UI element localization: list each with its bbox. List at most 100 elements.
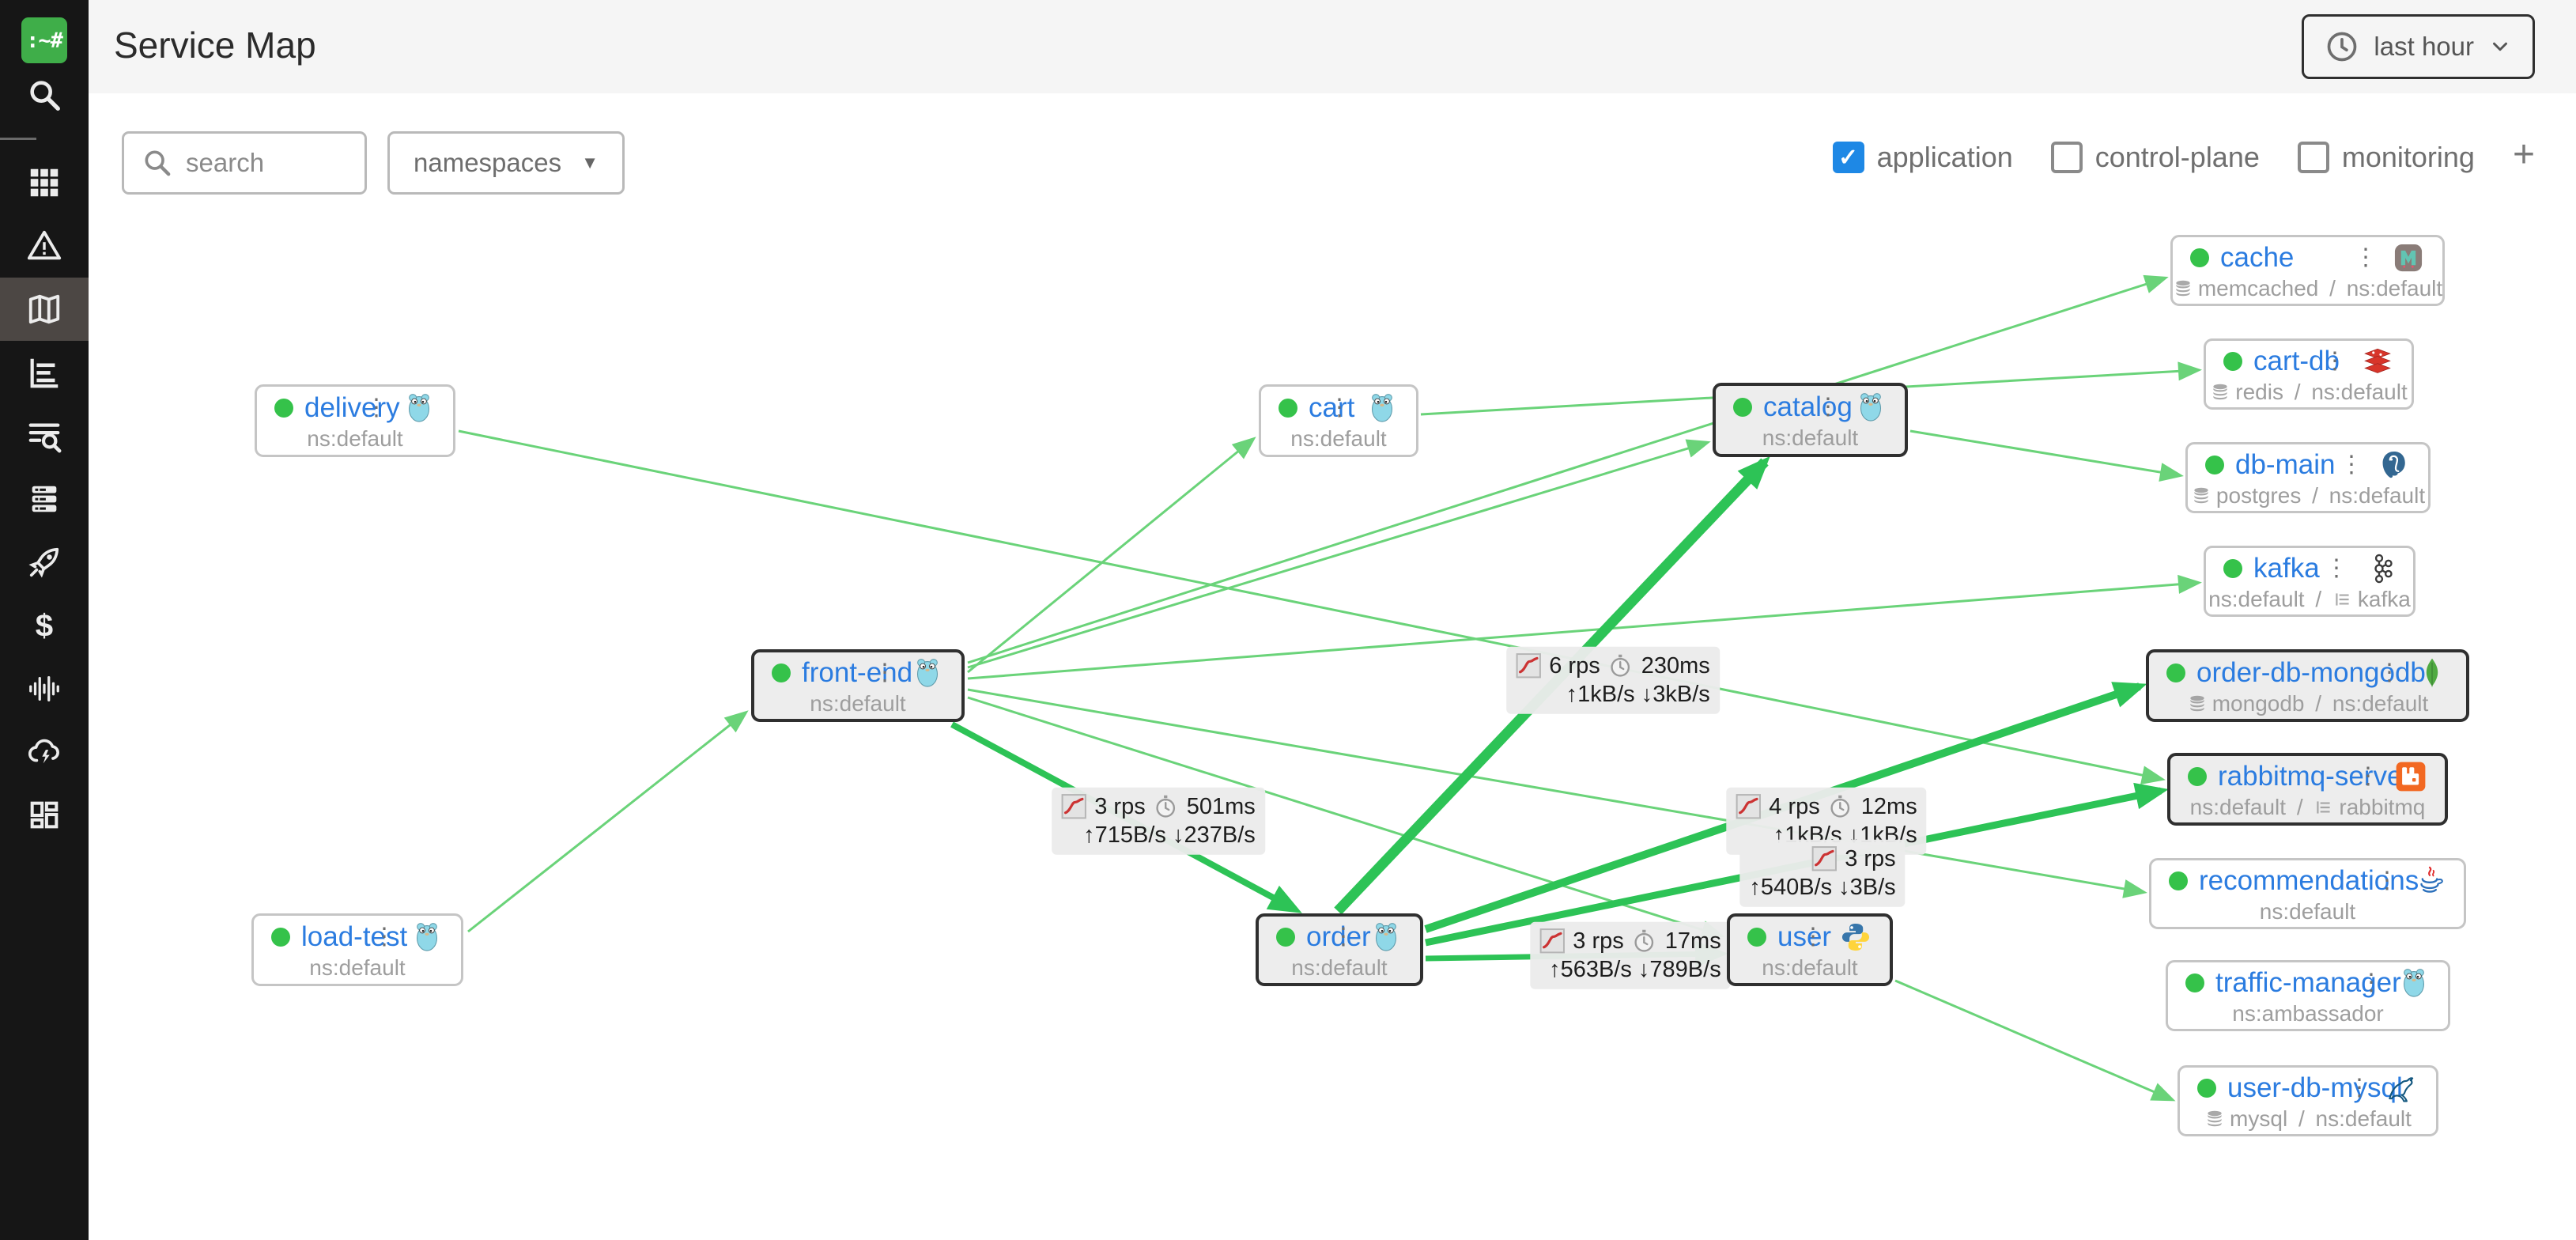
node-name-link[interactable]: kafka [2253, 553, 2320, 584]
sidebar-item-service-map[interactable] [0, 278, 89, 341]
kebab-menu-icon[interactable]: ⋮ [2347, 1075, 2371, 1101]
kebab-menu-icon[interactable]: ⋮ [2375, 868, 2399, 894]
service-node-user-db-mysql[interactable]: user-db-mysql⋮mysql / ns:default [2178, 1065, 2438, 1136]
node-name-link[interactable]: cache [2220, 242, 2295, 273]
kebab-menu-icon[interactable]: ⋮ [2356, 763, 2380, 789]
queue-icon [2332, 589, 2353, 610]
sidebar-item-nodes[interactable] [0, 467, 89, 531]
db-icon [2204, 1109, 2225, 1129]
service-node-load-test[interactable]: load-test⋮ns:default [251, 913, 463, 986]
node-name-link[interactable]: load-test [301, 921, 408, 952]
kebab-menu-icon[interactable]: ⋮ [1328, 395, 1351, 421]
sidebar-item-deploys[interactable] [0, 531, 89, 594]
service-node-cart[interactable]: cart⋮ns:default [1259, 384, 1418, 457]
node-name-link[interactable]: delivery [304, 392, 400, 423]
edge-delivery-to-rabbitmq-server[interactable] [458, 429, 2166, 784]
node-name-link[interactable]: user-db-mysql [2227, 1072, 2403, 1103]
edge-front-end-to-recommendations[interactable] [967, 688, 2147, 898]
time-range-button[interactable]: last hour [2302, 14, 2535, 79]
java-icon [2413, 864, 2446, 898]
kebab-menu-icon[interactable]: ⋮ [2359, 970, 2383, 996]
node-namespace: ns:default [1291, 955, 1388, 980]
node-namespace: ns:default [307, 426, 403, 451]
sidebar-item-traces[interactable] [0, 657, 89, 720]
service-node-front-end[interactable]: front-end⋮ns:default [751, 649, 965, 722]
edge-catalog-to-db-main[interactable] [1909, 429, 2184, 482]
sub-separator: / [2292, 1106, 2311, 1131]
node-name-link[interactable]: traffic-manager [2215, 967, 2401, 998]
service-node-user[interactable]: user⋮ ns:default [1727, 913, 1893, 986]
node-name-link[interactable]: cart [1309, 392, 1355, 423]
cloud-bolt-icon [26, 734, 62, 770]
kebab-menu-icon[interactable]: ⋮ [873, 660, 897, 686]
kebab-menu-icon[interactable]: ⋮ [2340, 452, 2363, 478]
kebab-menu-icon[interactable]: ⋮ [2325, 555, 2348, 581]
rocket-icon [26, 544, 62, 580]
checkbox-unchecked-icon[interactable] [2297, 142, 2329, 173]
filter-application[interactable]: ✓application [1832, 141, 2013, 174]
edge-front-end-to-kafka[interactable] [967, 574, 2202, 680]
service-node-kafka[interactable]: kafka⋮ns:default / kafka [2204, 546, 2415, 617]
service-node-catalog[interactable]: catalog⋮ns:default [1713, 383, 1908, 457]
sidebar-item-search[interactable] [0, 63, 89, 127]
node-name-link[interactable]: order-db-mongodb [2196, 657, 2426, 688]
edge-front-end-to-user[interactable] [967, 696, 1725, 939]
sidebar-item-logs[interactable] [0, 404, 89, 467]
chart-metric-icon [1516, 653, 1541, 679]
node-name-link[interactable]: user [1777, 921, 1832, 952]
kebab-menu-icon[interactable]: ⋮ [1331, 924, 1355, 950]
go-icon [1369, 921, 1403, 954]
kebab-menu-icon[interactable]: ⋮ [1801, 924, 1825, 950]
filter-monitoring[interactable]: monitoring [2297, 141, 2475, 174]
kebab-menu-icon[interactable]: ⋮ [364, 395, 388, 421]
node-name-link[interactable]: front-end [802, 657, 913, 688]
service-node-cart-db[interactable]: cart-db⋮redis / ns:default [2204, 338, 2414, 410]
sidebar-item-cloud[interactable] [0, 720, 89, 784]
search-input[interactable] [186, 148, 347, 178]
service-node-db-main[interactable]: db-main⋮postgres / ns:default [2185, 442, 2431, 513]
status-dot-healthy [2223, 352, 2242, 371]
sidebar-item-cost[interactable]: $ [0, 594, 89, 657]
service-node-recommendations[interactable]: recommendations⋮ns:default [2149, 858, 2466, 929]
sidebar-item-integrations[interactable] [0, 784, 89, 847]
node-name-link[interactable]: rabbitmq-server [2218, 761, 2412, 792]
status-dot-healthy [274, 399, 293, 418]
sidebar-item-alerts[interactable] [0, 214, 89, 278]
node-name-link[interactable]: db-main [2235, 449, 2336, 480]
service-node-delivery[interactable]: delivery⋮ ns:default [255, 384, 455, 457]
node-namespace: ns:default [1762, 955, 1858, 980]
app-logo[interactable]: :~# [21, 17, 67, 63]
add-filter-button[interactable]: + [2512, 134, 2535, 176]
kebab-menu-icon[interactable]: ⋮ [2323, 348, 2347, 374]
filter-control-plane[interactable]: control-plane [2050, 141, 2260, 174]
sidebar-item-apps[interactable] [0, 151, 89, 214]
edge-rps: 6 rps [1549, 652, 1600, 679]
edge-front-end-to-cart[interactable] [967, 437, 1256, 674]
service-node-order-db-mongodb[interactable]: order-db-mongodb⋮mongodb / ns:default [2146, 649, 2469, 722]
node-name-link[interactable]: cart-db [2253, 346, 2340, 376]
edge-front-end-to-cache[interactable] [967, 274, 2169, 664]
service-node-traffic-manager[interactable]: traffic-manager⋮ns:ambassador [2166, 960, 2450, 1031]
edge-front-end-to-catalog[interactable] [967, 439, 1711, 669]
sidebar-item-metrics[interactable] [0, 341, 89, 404]
checkbox-checked-icon[interactable]: ✓ [1832, 142, 1864, 173]
edge-load-test-to-front-end[interactable] [467, 710, 749, 933]
service-node-cache[interactable]: cache⋮memcached / ns:default [2170, 235, 2445, 306]
kebab-menu-icon[interactable]: ⋮ [1816, 394, 1840, 420]
kebab-menu-icon[interactable]: ⋮ [372, 924, 396, 950]
edge-user-to-user-db-mysql[interactable] [1894, 979, 2176, 1102]
service-node-order[interactable]: order⋮ ns:default [1256, 913, 1423, 986]
node-name-link[interactable]: recommendations [2199, 865, 2419, 896]
node-name-link[interactable]: catalog [1763, 391, 1853, 422]
checkbox-unchecked-icon[interactable] [2050, 142, 2083, 173]
service-node-rabbitmq-server[interactable]: rabbitmq-server⋮ns:default / rabbitmq [2167, 753, 2448, 826]
namespaces-select[interactable]: namespaces ▼ [387, 131, 625, 195]
kebab-menu-icon[interactable]: ⋮ [2354, 244, 2378, 270]
mysql-icon [2385, 1072, 2419, 1105]
kebab-menu-icon[interactable]: ⋮ [2378, 660, 2401, 686]
status-dot-healthy [2190, 248, 2209, 267]
filter-label: monitoring [2341, 141, 2475, 173]
node-name-link[interactable]: order [1306, 921, 1371, 952]
